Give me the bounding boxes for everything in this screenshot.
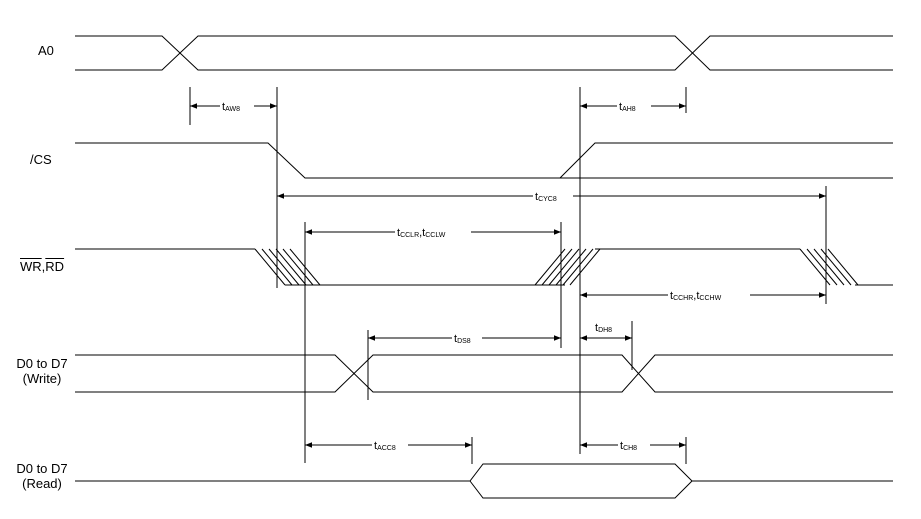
wr-rd-rising-hatch xyxy=(534,248,601,286)
t-accb-label: tACC8 xyxy=(372,437,408,453)
svg-text:tCCLR,tCCLW: tCCLR,tCCLW xyxy=(397,227,446,239)
t-cycs-label: tCYC8 xyxy=(533,188,573,204)
signal-label-data-write-line1: D0 to D7 xyxy=(16,356,68,371)
t-chb-label: tCH8 xyxy=(618,437,650,453)
t-dsb-label: tDS8 xyxy=(452,330,482,346)
signal-label-rd: RD xyxy=(45,259,65,274)
svg-text:tAH8: tAH8 xyxy=(619,101,636,113)
signal-label-cs: /CS xyxy=(30,152,52,167)
svg-text:tDS8: tDS8 xyxy=(454,333,471,345)
t-dhb-label: tDH8 xyxy=(593,320,623,334)
wr-rd-falling-hatch-1 xyxy=(254,248,321,286)
signal-label-wr: WR xyxy=(20,259,42,274)
svg-text:tAW8: tAW8 xyxy=(222,101,240,113)
t-awb-label: tAW8 xyxy=(220,98,254,114)
wr-rd-falling-hatch-2 xyxy=(799,248,859,286)
t-ahb-label: tAH8 xyxy=(617,98,651,114)
signal-label-comma: , xyxy=(41,259,46,274)
t-cchr-cchw-label: tCCHR,tCCHW xyxy=(668,287,750,303)
data-write-waveform xyxy=(75,354,893,393)
signal-label-data-read-line1: D0 to D7 xyxy=(16,461,68,476)
signal-label-data-write-line2: (Write) xyxy=(22,371,62,386)
data-read-waveform xyxy=(75,463,893,499)
svg-text:tCH8: tCH8 xyxy=(620,440,637,452)
signal-label-a0: A0 xyxy=(38,43,54,58)
cs-waveform xyxy=(75,142,893,179)
svg-text:tDH8: tDH8 xyxy=(595,322,612,334)
t-cclr-cclw-label: tCCLR,tCCLW xyxy=(395,224,471,240)
signal-label-data-read-line2: (Read) xyxy=(22,476,62,491)
signal-label-data-read: D0 to D7 (Read) xyxy=(12,461,72,491)
svg-text:tACC8: tACC8 xyxy=(374,440,396,452)
signal-label-wr-rd: WR,RD xyxy=(20,259,64,274)
svg-text:tCCHR,tCCHW: tCCHR,tCCHW xyxy=(670,290,722,302)
wr-rd-waveform xyxy=(75,248,893,286)
svg-text:tCYC8: tCYC8 xyxy=(535,191,557,203)
a0-waveform xyxy=(75,35,893,71)
reference-lines xyxy=(189,87,827,464)
signal-label-data-write: D0 to D7 (Write) xyxy=(12,356,72,386)
